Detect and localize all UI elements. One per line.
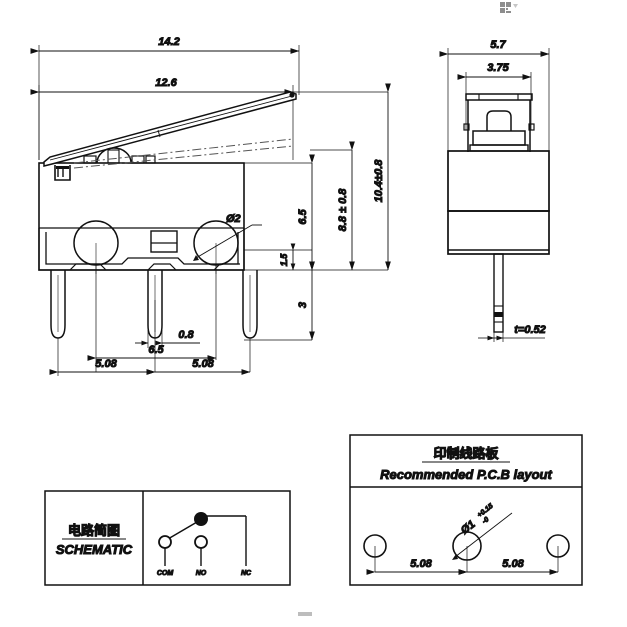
dim-plunger-width-label: 3.75 <box>487 62 509 74</box>
pcb-title-cn: 印制线路板 <box>433 446 499 461</box>
schematic-contacts: COM NO NC <box>156 512 252 578</box>
qr-artifact-icon <box>500 2 518 16</box>
pcb-dim-pitch-right: 5.08 <box>458 558 559 575</box>
dim-pitch-right: 5.08 <box>146 358 251 375</box>
dim-free-position-label: 8.8 ± 0.8 <box>337 188 349 232</box>
dim-terminal-length-label: 3 <box>297 302 309 308</box>
pivot-node <box>194 512 208 526</box>
dim-terminal-thickness-label: t=0.52 <box>514 324 546 336</box>
dim-terminal-thickness-h: 0.8 <box>135 329 200 346</box>
dim-pitch-left: 5.08 <box>49 358 156 375</box>
schematic-title-en: SCHEMATIC <box>56 542 133 557</box>
dim-terminal-shoulder-label: 1.5 <box>279 253 289 267</box>
dim-mounting-hole: Ø2 <box>193 213 262 261</box>
pcb-title-en: Recommended P.C.B layout <box>380 467 552 482</box>
end-view-terminal <box>493 253 504 333</box>
pcb-layout-box: 印制线路板 Recommended P.C.B layout <box>349 434 583 586</box>
switch-body <box>38 162 245 274</box>
dim-terminal-thickness-h-label: 0.8 <box>178 329 194 341</box>
dim-overall-length-label: 14.2 <box>158 36 179 48</box>
dim-center-span: 6.5 <box>87 344 217 361</box>
pcb-dim-pitch-left: 5.08 <box>366 558 468 575</box>
terminal-label-no: NO <box>196 570 207 577</box>
bottom-dash-artifact <box>298 612 312 616</box>
dim-mounting-hole-label: Ø2 <box>226 213 241 225</box>
schematic-title-cn: 电路简图 <box>68 523 120 538</box>
side-view-group: 14.2 12.6 <box>30 36 391 376</box>
com-node <box>158 535 172 549</box>
schematic-box: 电路简图 SCHEMATIC <box>44 490 291 586</box>
end-view-plunger <box>463 93 535 152</box>
terminal-pins <box>50 270 258 339</box>
body-marking-icon <box>54 165 71 181</box>
dim-body-height-label: 6.5 <box>297 208 309 224</box>
end-view-group: 5.7 3.75 <box>439 39 550 342</box>
end-view-body <box>447 150 550 255</box>
lever-operating-position <box>73 138 294 169</box>
dim-overall-length: 14.2 <box>30 36 300 54</box>
dim-lever-tip-height: 10.4±0.8 <box>373 83 391 271</box>
dim-lever-tip-height-label: 10.4±0.8 <box>373 159 385 203</box>
dim-terminal-thickness: t=0.52 <box>478 324 546 342</box>
lever-arm <box>43 91 297 167</box>
dim-lever-length: 12.6 <box>30 77 294 95</box>
dim-pitch-left-label: 5.08 <box>95 358 117 370</box>
pcb-dim-pitch-left-label: 5.08 <box>410 558 432 570</box>
no-node <box>194 535 208 549</box>
dim-terminal-shoulder: 1.5 <box>279 243 296 271</box>
terminal-label-nc: NC <box>241 570 252 577</box>
dim-end-width-label: 5.7 <box>490 39 506 51</box>
dim-terminal-length: 3 <box>297 261 315 341</box>
pcb-dim-pitch-right-label: 5.08 <box>502 558 524 570</box>
dim-end-width: 5.7 <box>439 39 550 57</box>
dim-body-height: 6.5 <box>297 154 315 271</box>
dim-free-position: 8.8 ± 0.8 <box>337 141 355 271</box>
dim-center-span-label: 6.5 <box>148 344 164 356</box>
pcb-hole-tol-lower: -0 <box>481 516 490 525</box>
dim-plunger-width: 3.75 <box>457 62 532 80</box>
terminal-label-com: COM <box>157 570 174 577</box>
dim-pitch-right-label: 5.08 <box>192 358 214 370</box>
dim-lever-length-label: 12.6 <box>155 77 177 89</box>
